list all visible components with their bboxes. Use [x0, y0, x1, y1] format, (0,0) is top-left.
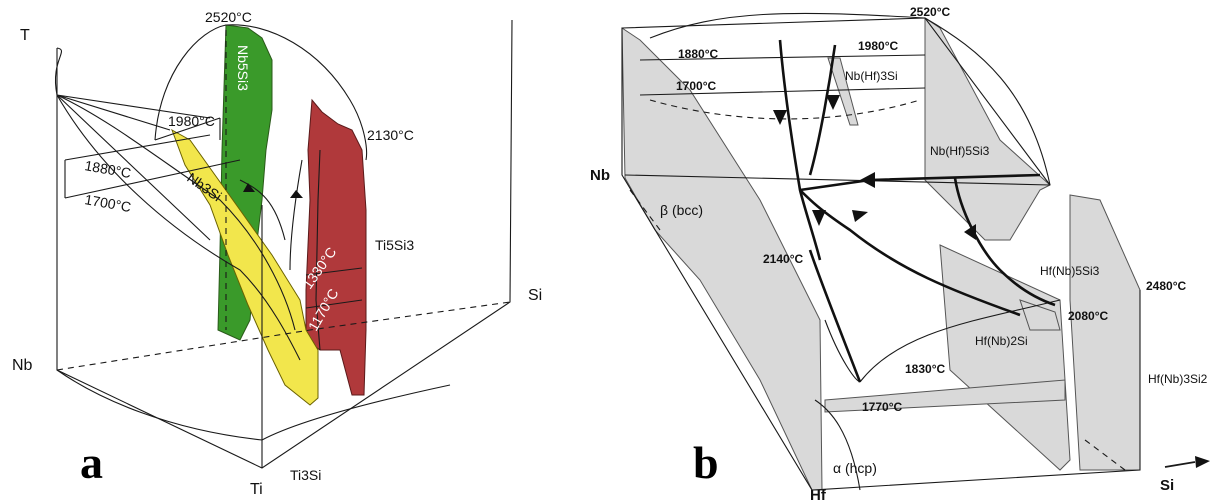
panel-b: Nb Hf Si 2520°C 1980°C 1880°C 1700°C 214…: [590, 5, 1210, 501]
valley-2: [289, 159, 303, 271]
nb3si-region: [171, 128, 319, 406]
si-axis-label-b: Si: [1160, 477, 1174, 494]
temp-1830-b: 1830°C: [905, 362, 945, 376]
si-axis-label: Si: [528, 287, 542, 304]
panel-a-label: a: [80, 437, 103, 488]
valley-1: [239, 179, 286, 241]
t-axis-top: [55, 47, 62, 96]
ti-axis-label: Ti: [250, 481, 263, 498]
temp-1980-b: 1980°C: [858, 39, 898, 53]
hfnb3si2-label: Hf(Nb)3Si2: [1148, 372, 1208, 386]
arrow-b3: [860, 172, 875, 188]
hfnb5si3-face: [939, 244, 1071, 471]
ti5si3-region: [305, 98, 367, 396]
valley-b5: [808, 249, 862, 383]
valley-b1: [778, 39, 822, 261]
surface-line-b2: [824, 319, 861, 383]
back-line-b: [624, 174, 1051, 186]
hf-axis-label-b: Hf: [810, 487, 827, 501]
liquidus-dome: [154, 24, 368, 161]
back-base-dash: [56, 301, 511, 371]
arrow-b1: [773, 110, 787, 125]
temp-1980-a: 1980°C: [168, 113, 215, 129]
nb-side-surface: [56, 94, 296, 331]
nbhf3si-face: [827, 57, 859, 126]
temp-1880-b: 1880°C: [678, 47, 718, 61]
panel-a: T Nb Ti Si 2520°C 2130°C 1980°C 1880°C 1…: [12, 9, 542, 498]
arrow-b5: [852, 210, 868, 222]
isotherm-lines: [64, 134, 241, 199]
nbhf3si-label: Nb(Hf)3Si: [845, 69, 898, 83]
arrow-a1: [243, 183, 255, 192]
ti5si3-inner-line: [315, 149, 321, 351]
iso-1330: [305, 267, 363, 276]
nbhf5si3-face: [924, 17, 1051, 241]
t-axis-label: T: [20, 27, 30, 44]
panel-b-label: b: [693, 437, 719, 488]
temp-1770-b: 1770°C: [862, 400, 902, 414]
iso-1700-b: [639, 87, 926, 96]
valley-b3: [808, 44, 837, 176]
arrow-b4: [812, 210, 826, 226]
temp-2520-b: 2520°C: [910, 5, 950, 19]
alpha-curve: [814, 399, 861, 491]
valley-b4: [799, 189, 1021, 317]
beta-label: β (bcc): [660, 202, 703, 218]
temp-2080-b: 2080°C: [1068, 309, 1108, 323]
fan-lines: [56, 94, 211, 241]
temp-2130-a: 2130°C: [367, 127, 414, 143]
box-outline: [56, 19, 513, 469]
nb-side-surface-2: [56, 94, 301, 361]
temp-2520-a: 2520°C: [205, 9, 252, 25]
arrow-a2: [290, 190, 303, 198]
valley-b6: [953, 177, 1056, 307]
hfnb5si3-label: Hf(Nb)5Si3: [1040, 264, 1100, 278]
dash-right-b: [1084, 439, 1126, 471]
base-curve: [56, 369, 263, 441]
nb-axis-label: Nb: [12, 357, 33, 374]
temp-1700-a: 1700°C: [83, 191, 132, 215]
liquidus-b: [649, 12, 1051, 186]
si-axis-arrow-line: [1164, 461, 1196, 468]
surface-line-b: [859, 299, 1061, 383]
iso-1170: [305, 299, 363, 309]
nbhf5si3-label: Nb(Hf)5Si3: [930, 144, 990, 158]
hfnb3si2-face: [1069, 194, 1141, 471]
hfnb2si-label: Hf(Nb)2Si: [975, 334, 1028, 348]
arrow-b6: [964, 224, 976, 240]
temp-2480-b: 2480°C: [1146, 279, 1186, 293]
alpha-label: α (hcp): [833, 460, 877, 476]
dash-curve-b: [649, 99, 921, 120]
base-curve-2: [261, 384, 451, 441]
arrow-b2: [826, 95, 840, 110]
si-axis-arrowhead: [1195, 456, 1210, 468]
temp-1700-b: 1700°C: [676, 79, 716, 93]
temp-1880-a: 1880°C: [83, 157, 132, 181]
ti3si-label: Ti3Si: [290, 467, 321, 483]
box-outline-b: [621, 28, 1141, 491]
nb-axis-label-b: Nb: [590, 167, 610, 184]
dash-side-b: [629, 189, 661, 231]
nb5si3-label: Nb5Si3: [235, 45, 251, 91]
ti5si3-label: Ti5Si3: [375, 237, 414, 253]
temp-2140-b: 2140°C: [763, 252, 803, 266]
iso-1980-line: [154, 117, 221, 141]
